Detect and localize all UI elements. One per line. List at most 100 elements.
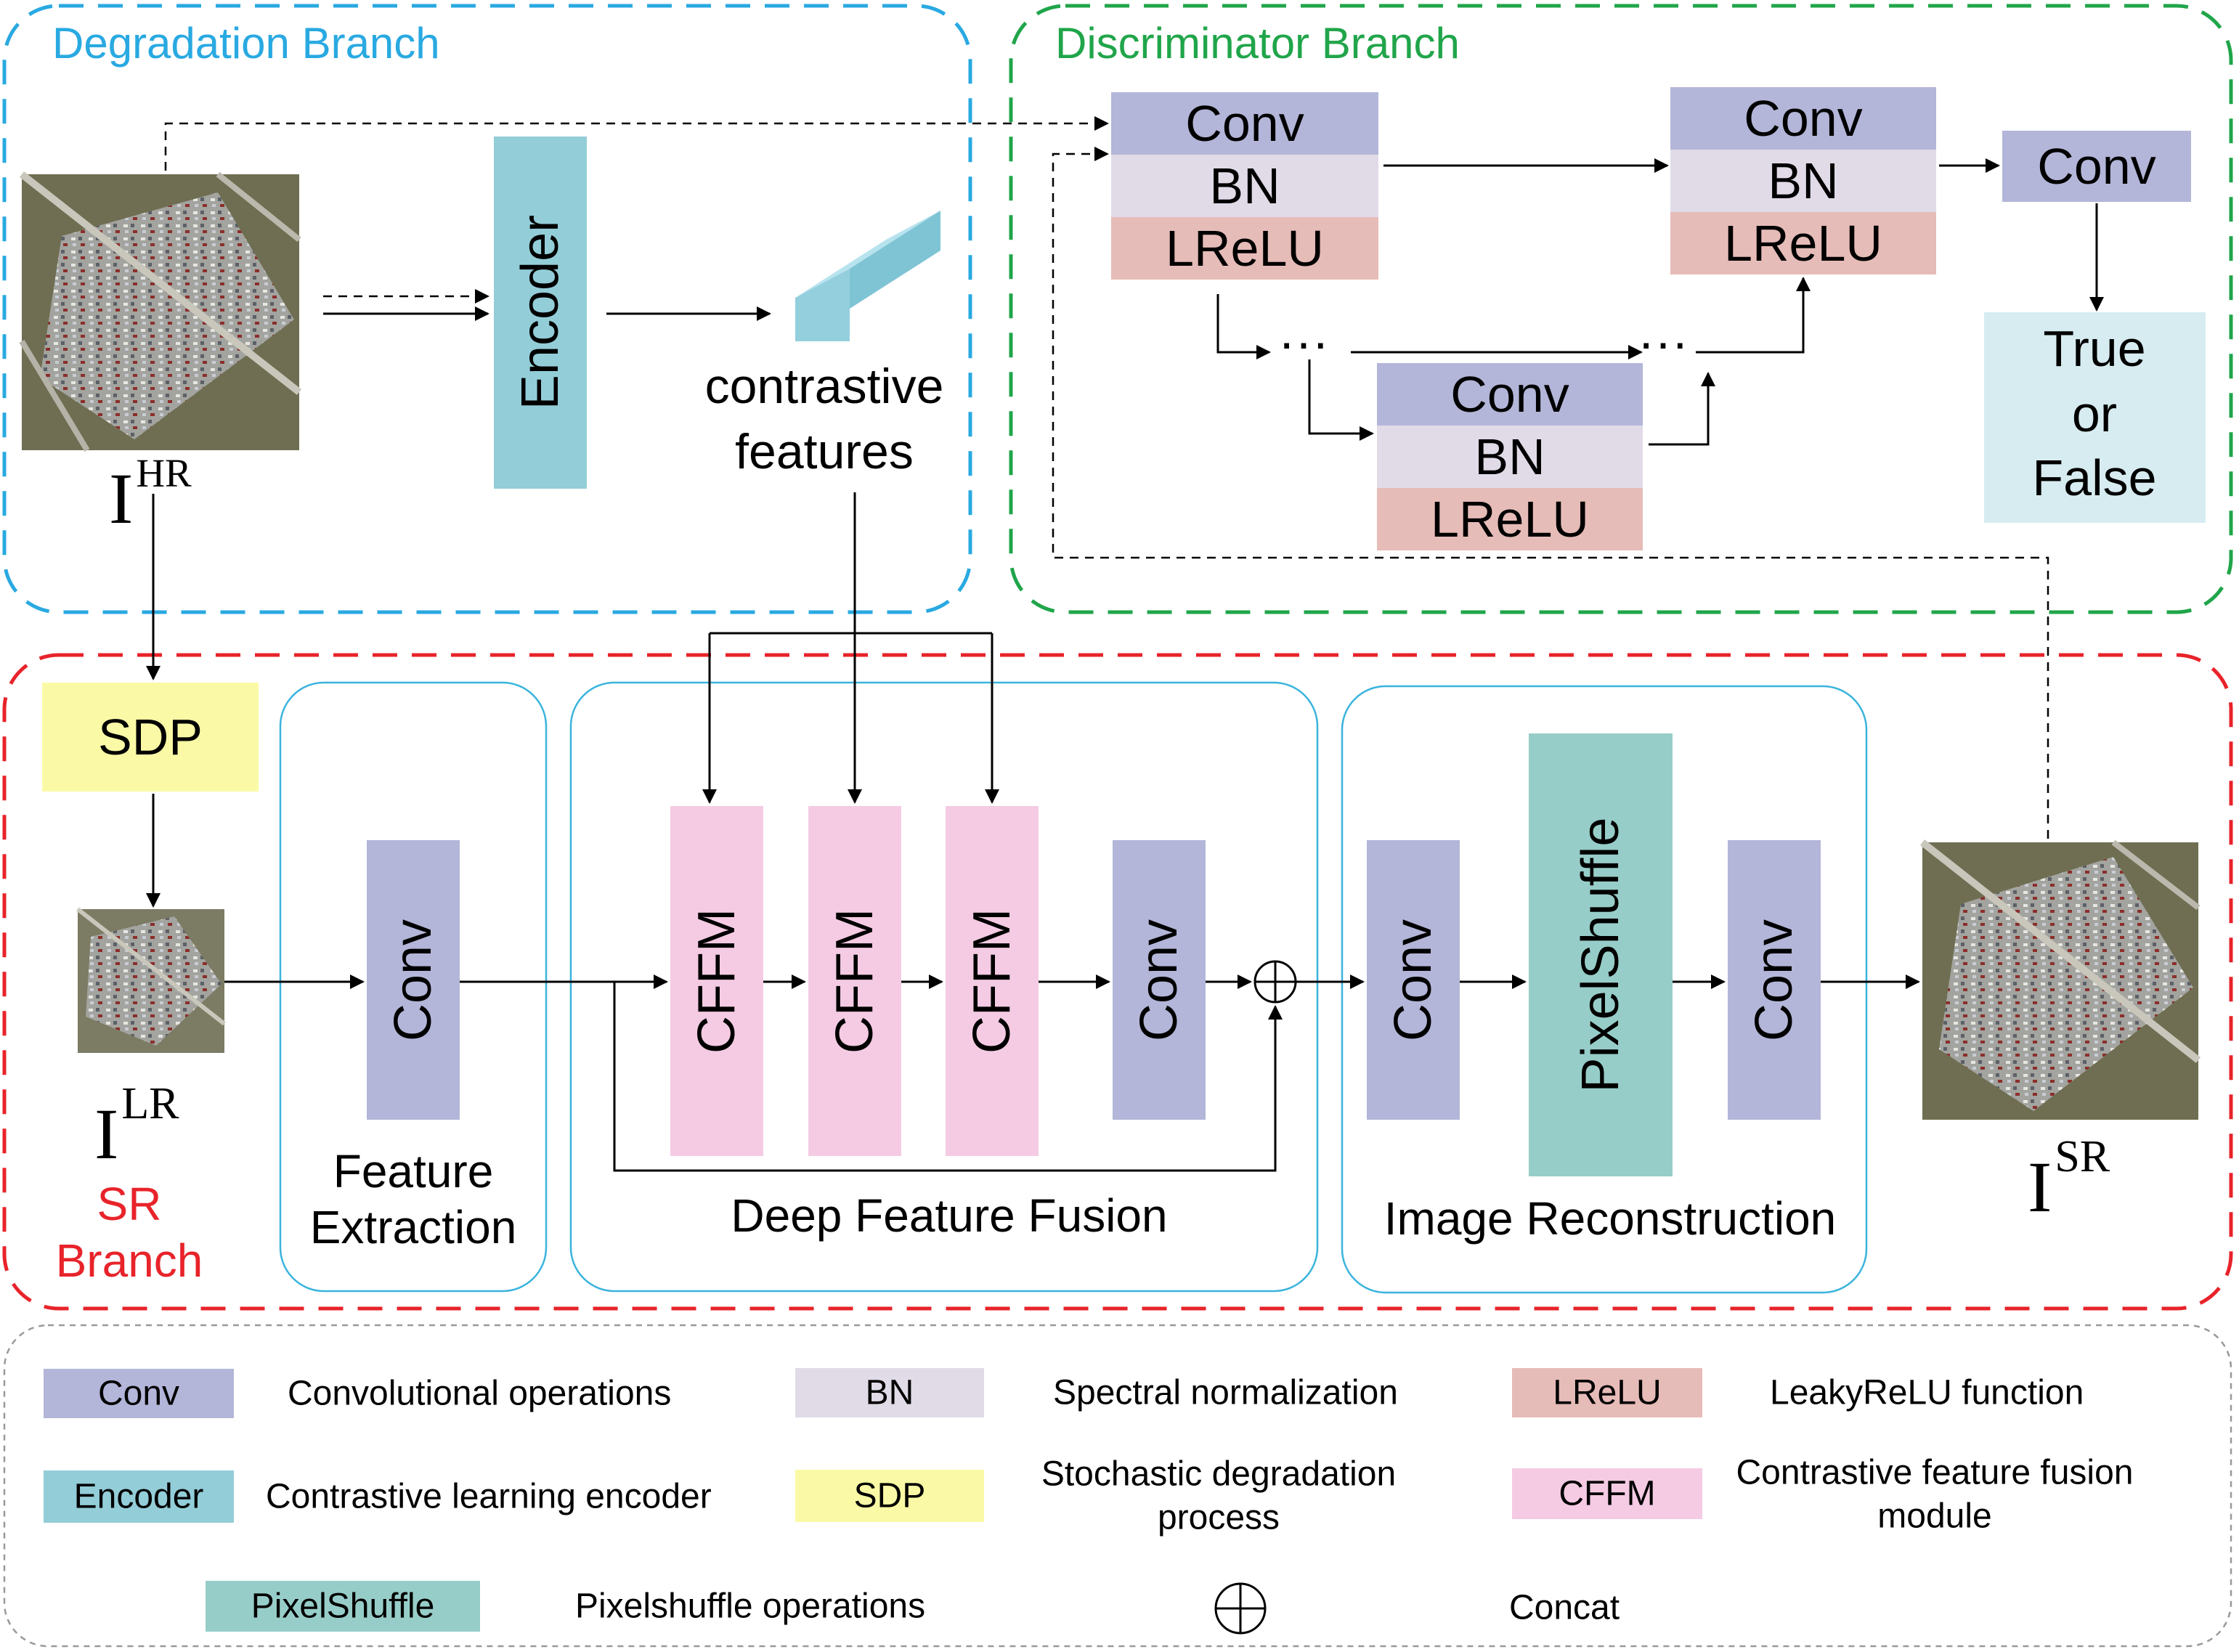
legend-cffm-description-line1: Contrastive feature fusion — [1736, 1454, 2134, 1492]
disc-final-conv-label: Conv — [2037, 138, 2155, 195]
hr-superscript: HR — [136, 451, 192, 495]
sr-image-label: ISR — [2028, 1132, 2110, 1227]
fe-caption-line1: Feature — [333, 1145, 494, 1197]
fe-conv-label: Conv — [384, 919, 442, 1041]
encoder-block — [494, 137, 587, 489]
hr-image — [19, 171, 302, 452]
true-or-false-line3: False — [2032, 449, 2156, 506]
disc-block-3-bn: BN — [1474, 428, 1545, 485]
legend-conv-description: Convolutional operations — [288, 1375, 671, 1413]
dff-conv-block — [1113, 840, 1206, 1120]
sr-branch: SR Branch SDP ILR Conv Feature Extractio… — [2, 653, 2233, 1311]
sr-branch-title-line1: SR — [97, 1178, 162, 1230]
ir-conv-left-block — [1367, 840, 1460, 1120]
degradation-branch-border — [2, 4, 972, 614]
legend-cffm-swatch-label: CFFM — [1559, 1475, 1655, 1513]
legend-sdp-description-line1: Stochastic degradation — [1041, 1455, 1396, 1494]
legend-bn-swatch-label: BN — [866, 1374, 914, 1412]
cffm-label-1: CFFM — [688, 908, 746, 1054]
legend-sdp-swatch-label: SDP — [854, 1477, 926, 1515]
true-or-false-box — [1984, 312, 2206, 523]
ir-conv-left-label: Conv — [1384, 919, 1442, 1041]
disc-connectors — [1216, 158, 2104, 446]
cffm-label-2: CFFM — [826, 908, 884, 1054]
ir-conv-right-block — [1728, 840, 1821, 1120]
degradation-branch-title: Degradation Branch — [52, 19, 440, 68]
legend: Conv Convolutional operations BN Spectra… — [3, 1324, 2232, 1648]
lr-image-label: ILR — [94, 1079, 179, 1174]
legend-conv-swatch — [44, 1369, 234, 1418]
feature-extraction-stage — [279, 681, 548, 1293]
disc-block-2-bn: BN — [1768, 152, 1838, 209]
legend-pixelshuffle-swatch — [206, 1581, 480, 1632]
image-reconstruction-stage — [1341, 685, 1868, 1294]
disc-block-2-lrelu: LReLU — [1724, 215, 1882, 272]
legend-encoder-swatch — [44, 1470, 234, 1523]
main-connectors — [146, 306, 1920, 1172]
encoder-label: Encoder — [511, 215, 569, 410]
disc-block-1-lrelu: LReLU — [1166, 220, 1324, 277]
legend-pixelshuffle-description: Pixelshuffle operations — [575, 1587, 925, 1626]
degradation-branch: Degradation Branch IHR Encoder contrasti… — [2, 4, 972, 614]
discriminator-branch: Discriminator Branch Conv BN LReLU Conv … — [1009, 4, 2233, 614]
ir-conv-right-label: Conv — [1745, 919, 1803, 1041]
disc-block-3: Conv BN LReLU — [1377, 363, 1643, 550]
disc-block-1-conv: Conv — [1185, 95, 1304, 152]
deep-feature-fusion-stage — [569, 681, 1319, 1293]
legend-sdp-description-line2: process — [1158, 1499, 1280, 1537]
concat-symbol — [1253, 960, 1297, 1004]
legend-encoder-swatch-label: Encoder — [74, 1478, 204, 1516]
pixelshuffle-block — [1529, 733, 1673, 1176]
disc-block-3-conv: Conv — [1450, 366, 1569, 423]
legend-border — [3, 1324, 2232, 1648]
discriminator-branch-border — [1009, 4, 2233, 614]
sdp-label: SDP — [98, 709, 203, 765]
legend-encoder-description: Contrastive learning encoder — [266, 1478, 712, 1516]
disc-block-1: Conv BN LReLU — [1111, 92, 1378, 280]
disc-dots-right: ··· — [1638, 314, 1689, 370]
legend-lrelu-description: LeakyReLU function — [1770, 1374, 2084, 1412]
pixelshuffle-label: PixelShuffle — [1572, 818, 1630, 1093]
dff-conv-label: Conv — [1130, 919, 1188, 1041]
cffm-label-3: CFFM — [963, 908, 1021, 1054]
legend-cffm-swatch — [1512, 1468, 1702, 1519]
contrastive-features-label-line2: features — [735, 424, 914, 479]
contrastive-features-label-line1: contrastive — [705, 359, 944, 414]
disc-dots-left: ··· — [1278, 314, 1329, 370]
disc-final-conv-block — [2002, 131, 2191, 202]
sr-superscript: SR — [2055, 1132, 2110, 1181]
dashed-connectors — [164, 116, 2049, 839]
cffm-block-1 — [670, 806, 763, 1156]
disc-block-3-lrelu: LReLU — [1431, 491, 1589, 548]
contrastive-features-icon — [795, 211, 940, 341]
lr-superscript: LR — [121, 1079, 179, 1128]
fe-conv-block — [367, 840, 460, 1120]
disc-block-2: Conv BN LReLU — [1670, 87, 1936, 274]
sr-branch-title-line2: Branch — [56, 1234, 203, 1287]
legend-conv-swatch-label: Conv — [98, 1375, 179, 1413]
cffm-block-3 — [946, 806, 1039, 1156]
hr-image-label: IHR — [109, 451, 192, 539]
legend-bn-swatch — [795, 1368, 984, 1417]
ir-caption: Image Reconstruction — [1384, 1192, 1837, 1245]
dff-caption: Deep Feature Fusion — [731, 1189, 1167, 1242]
true-or-false-line1: True — [2043, 320, 2145, 377]
legend-cffm-description-line2: module — [1877, 1497, 1991, 1536]
sr-image — [1919, 839, 2201, 1120]
lr-image — [76, 907, 226, 1053]
sdp-block — [42, 683, 259, 792]
true-or-false-line2: or — [2072, 386, 2117, 442]
legend-bn-description: Spectral normalization — [1053, 1374, 1398, 1412]
sr-branch-border — [2, 653, 2233, 1311]
disc-block-2-conv: Conv — [1744, 90, 1862, 147]
cffm-block-2 — [808, 806, 901, 1156]
legend-lrelu-swatch — [1512, 1368, 1702, 1417]
disc-block-1-bn: BN — [1209, 158, 1280, 214]
legend-sdp-swatch — [795, 1470, 984, 1522]
legend-concat-description: Concat — [1509, 1589, 1620, 1627]
legend-lrelu-swatch-label: LReLU — [1553, 1374, 1661, 1412]
legend-concat-icon — [1214, 1582, 1267, 1635]
legend-pixelshuffle-swatch-label: PixelShuffle — [251, 1587, 435, 1626]
discriminator-branch-title: Discriminator Branch — [1055, 19, 1460, 68]
